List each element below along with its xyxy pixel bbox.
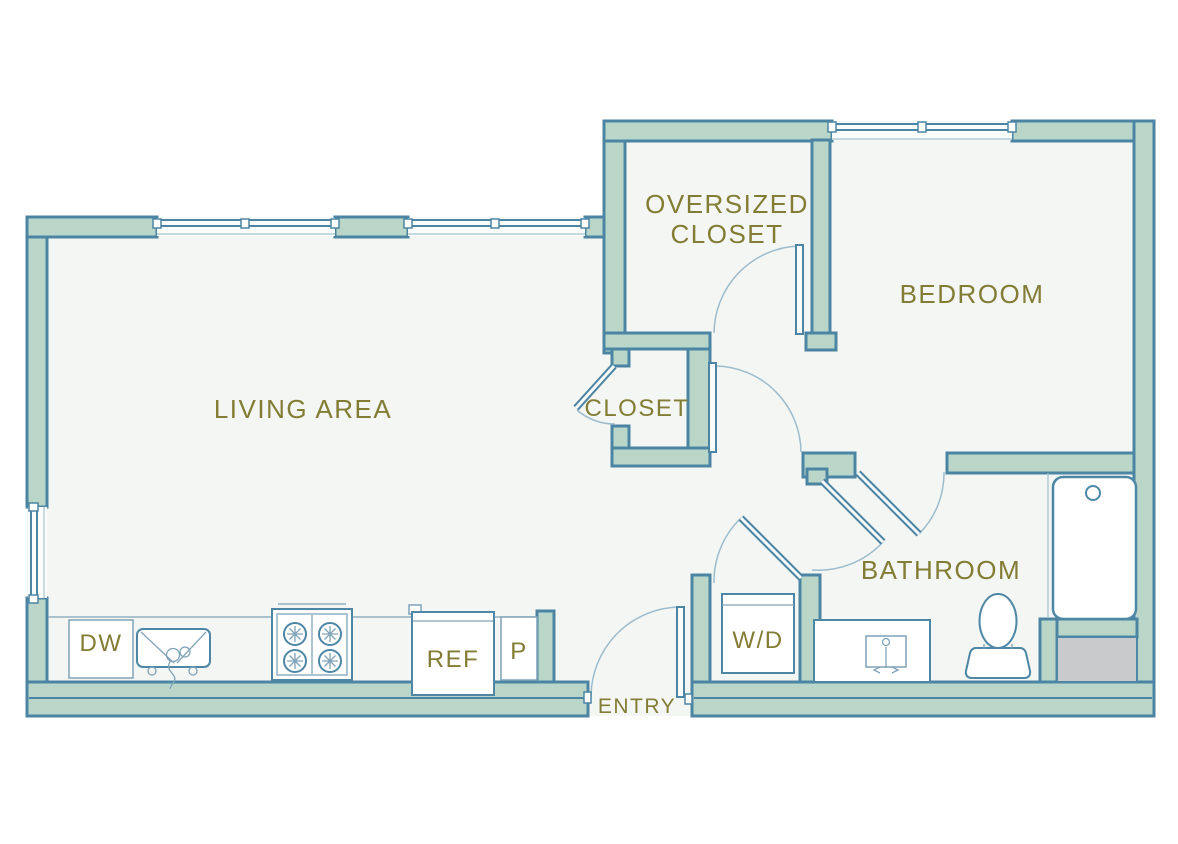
- wall-hall-tee-stem: [805, 467, 829, 486]
- door-oversized-closet: [713, 244, 804, 335]
- wall-left-upper: [25, 215, 49, 509]
- washer-dryer-icon: [721, 593, 795, 674]
- wall-upper-top-west: [602, 119, 834, 143]
- door-entry: [583, 606, 693, 705]
- kitchen: [48, 603, 538, 696]
- refrigerator-label: REF: [427, 646, 480, 673]
- stove-icon: [271, 603, 353, 681]
- door-closet: [573, 363, 617, 425]
- door-bedroom-hall: [708, 362, 802, 453]
- kitchen-sink-icon: [136, 628, 211, 690]
- oversized-closet-label-line1: OVERSIZED: [645, 189, 809, 219]
- doors: [573, 244, 945, 705]
- toilet-icon: [964, 593, 1032, 679]
- wall-closet-bottom: [610, 446, 712, 468]
- wall-closet-top: [602, 331, 712, 351]
- wall-bedroom-divider-cap: [804, 331, 838, 352]
- burner: [318, 649, 342, 673]
- room-labels: LIVING AREA OVERSIZED CLOSET BEDROOM CLO…: [80, 189, 1045, 718]
- window-bedroom: [827, 121, 1017, 140]
- vanity-sink-icon: [813, 619, 931, 683]
- burner: [283, 649, 307, 673]
- dishwasher-label: DW: [80, 630, 123, 657]
- pantry-label: P: [510, 638, 528, 665]
- entry-label: ENTRY: [598, 695, 676, 718]
- wall-bath-side: [1038, 617, 1059, 684]
- washer-dryer-label: W/D: [732, 627, 783, 654]
- window-living-2: [403, 218, 590, 236]
- walls: [25, 119, 1156, 718]
- windows: [28, 121, 1017, 604]
- bedroom-label: BEDROOM: [900, 279, 1045, 309]
- wall-kitchen-pier: [535, 609, 556, 684]
- shower-shaft-pan: [1056, 636, 1138, 683]
- wall-closet-right: [686, 347, 712, 451]
- door-bathroom: [855, 470, 945, 537]
- wall-closet-door-jamb-top: [610, 347, 631, 368]
- wall-wd-left: [690, 573, 712, 684]
- bathroom-fixtures: [813, 473, 1138, 683]
- bathtub-icon: [1051, 475, 1138, 621]
- closet-label: CLOSET: [584, 395, 689, 422]
- wall-bathroom-top: [945, 451, 1136, 475]
- bathroom-label: BATHROOM: [861, 555, 1021, 585]
- living-area-label: LIVING AREA: [214, 394, 392, 424]
- door-washer-dryer: [713, 515, 804, 584]
- refrigerator-icon: [408, 604, 495, 696]
- window-living-left: [28, 502, 47, 604]
- wall-bedroom-divider: [810, 138, 832, 336]
- oversized-closet-label-line2: CLOSET: [670, 219, 783, 249]
- pantry-icon: [500, 616, 538, 681]
- wall-top-pier: [333, 215, 410, 239]
- wall-upper-left: [602, 119, 627, 355]
- burner: [318, 622, 342, 646]
- door-hall: [811, 478, 886, 571]
- window-living-1: [152, 218, 340, 236]
- wall-top-west: [25, 215, 159, 239]
- dishwasher-icon: [68, 619, 134, 679]
- burner: [283, 622, 307, 646]
